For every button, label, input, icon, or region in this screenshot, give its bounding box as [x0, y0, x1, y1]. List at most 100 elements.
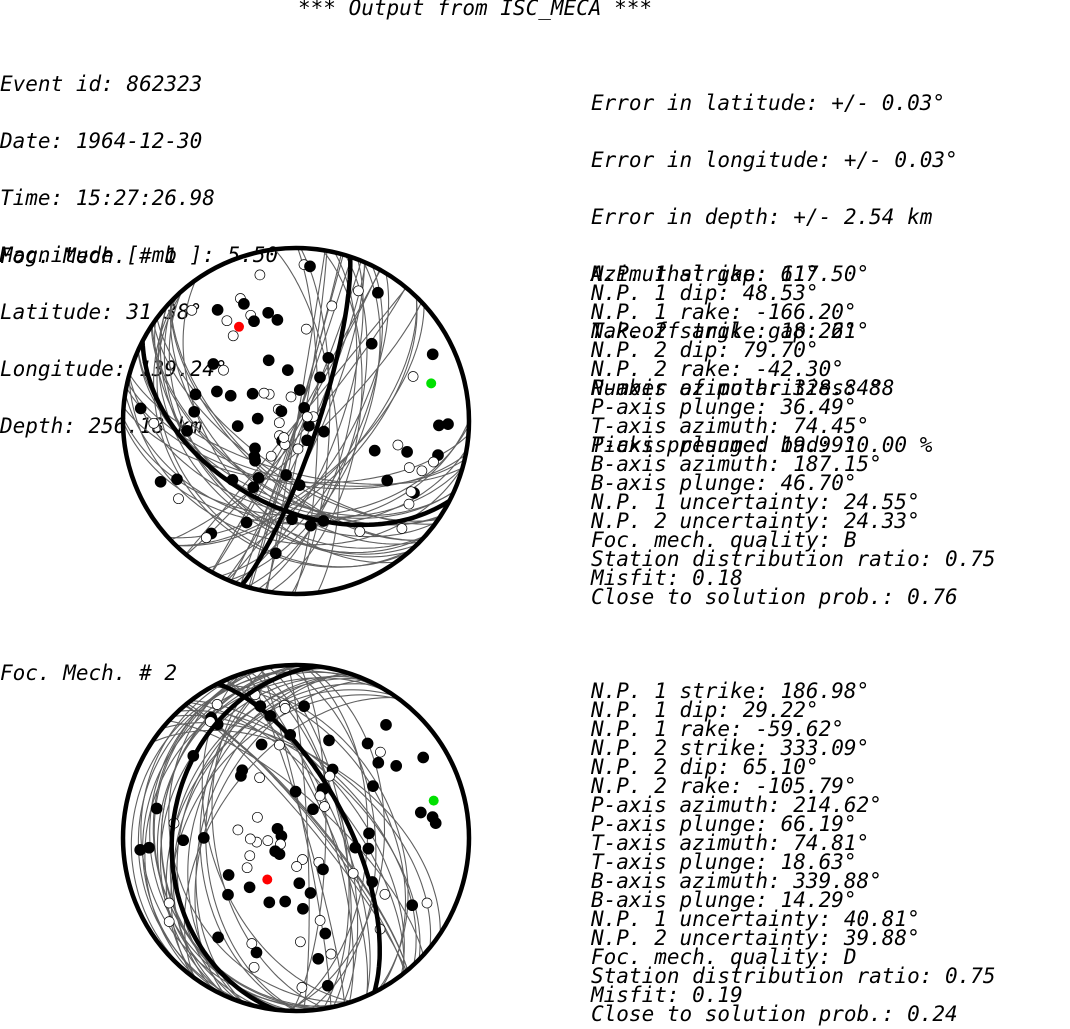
- mech-1-param-line: B-axis azimuth: 187.15°: [591, 452, 882, 476]
- uncertainty-plane-line: [168, 290, 411, 558]
- uncertainty-plane-line: [290, 247, 331, 595]
- uncertainty-plane-line: [274, 248, 341, 593]
- compression-marker: [319, 927, 332, 940]
- uncertainty-plane-line: [175, 296, 418, 546]
- compression-marker: [321, 979, 334, 992]
- compression-marker: [279, 895, 292, 908]
- uncertainty-plane-line: [152, 668, 336, 1008]
- compression-marker: [177, 834, 190, 847]
- uncertainty-plane-line: [167, 304, 425, 539]
- compression-marker: [252, 472, 265, 484]
- mech-2-param-line: T-axis plunge: 18.63°: [591, 850, 857, 874]
- dilatation-marker: [403, 462, 415, 473]
- error-info-block: Error in latitude: +/- 0.03° Error in lo…: [591, 56, 958, 493]
- dilatation-marker: [254, 772, 265, 784]
- mech-1-param-line: Station distribution ratio: 0.75: [591, 547, 996, 571]
- dilatation-marker: [379, 888, 391, 900]
- compression-marker: [134, 402, 147, 415]
- dilatation-marker: [218, 364, 229, 376]
- dilatation-marker: [163, 897, 175, 909]
- compression-marker: [433, 419, 445, 432]
- compression-marker: [251, 412, 264, 425]
- mech-1-param-line: Close to solution prob.: 0.76: [591, 585, 958, 609]
- mech-1-params: N.P. 1 strike: 117.50°N.P. 1 dip: 48.53°…: [591, 264, 996, 609]
- compression-marker: [224, 389, 237, 402]
- dilatation-marker: [252, 811, 263, 823]
- compression-marker: [390, 760, 403, 772]
- compression-marker: [367, 780, 379, 792]
- compression-marker: [361, 737, 374, 750]
- dilatation-marker: [278, 432, 290, 443]
- compression-marker: [426, 348, 439, 361]
- compression-marker: [297, 902, 309, 915]
- uncertainty-plane-line: [258, 668, 352, 1008]
- dilatation-marker: [347, 867, 359, 879]
- dilatation-marker: [262, 835, 274, 846]
- dilatation-marker: [254, 269, 266, 281]
- dilatation-marker: [211, 699, 223, 710]
- mech-2-param-line: T-axis azimuth: 74.81°: [591, 831, 870, 855]
- dilatation-marker: [246, 938, 258, 949]
- uncertainty-plane-line: [163, 297, 418, 555]
- dilatation-marker: [375, 746, 386, 758]
- nodal-plane-1: [140, 340, 451, 528]
- compression-marker: [362, 842, 375, 855]
- uncertainty-plane-line: [144, 677, 391, 984]
- mech-2-param-line: P-axis azimuth: 214.62°: [591, 793, 882, 817]
- mech-1-param-line: N.P. 1 rake: -166.20°: [591, 300, 857, 324]
- mech-2-params: N.P. 1 strike: 186.98°N.P. 1 dip: 29.22°…: [591, 681, 996, 1025]
- compression-marker: [281, 364, 294, 376]
- t-axis-marker: [426, 378, 437, 389]
- compression-marker: [273, 848, 286, 860]
- uncertainty-plane-line: [157, 304, 425, 554]
- uncertainty-plane-line: [170, 301, 423, 541]
- compression-marker: [197, 832, 210, 844]
- mech-1-param-line: T-axis plunge: 19.99°: [591, 433, 857, 457]
- compression-marker: [363, 827, 375, 840]
- compression-marker: [414, 806, 427, 819]
- compression-marker: [417, 751, 430, 764]
- compression-marker: [248, 315, 260, 328]
- compression-marker: [143, 841, 155, 854]
- compression-marker: [249, 454, 261, 467]
- compression-marker: [222, 869, 235, 881]
- magnitude-line: Magnitude [ mb ]: 5.50: [0, 243, 279, 267]
- mech-1-param-line: P-axis plunge: 36.49°: [591, 395, 857, 419]
- dilatation-marker: [292, 443, 304, 455]
- date-line: Date: 1964-12-30: [0, 129, 203, 153]
- dilatation-marker: [324, 770, 335, 782]
- compression-marker: [222, 888, 234, 901]
- uncertainty-plane-line: [186, 703, 406, 973]
- uncertainty-plane-line: [172, 683, 378, 991]
- compression-marker: [307, 803, 319, 816]
- mech-2-param-line: N.P. 1 dip: 29.22°: [591, 698, 819, 722]
- azimuthal-gap-line: Azimuthal gap: 61°: [591, 262, 819, 286]
- uncertainty-plane-line: [184, 705, 409, 971]
- compression-marker: [212, 931, 224, 944]
- p-axis-marker: [234, 321, 244, 332]
- compression-marker: [304, 260, 316, 273]
- compression-marker: [318, 425, 330, 438]
- dilatation-marker: [396, 523, 408, 534]
- mech-2-beachball: [120, 662, 472, 1014]
- uncertainty-plane-line: [234, 259, 364, 584]
- nodal-plane-2: [240, 256, 353, 587]
- error-latitude-line: Error in latitude: +/- 0.03°: [591, 91, 946, 115]
- dilatation-marker: [326, 300, 338, 312]
- p-axis-marker: [262, 874, 273, 885]
- dilatation-marker: [227, 330, 239, 342]
- dilatation-marker: [300, 323, 312, 335]
- compression-marker: [271, 314, 284, 326]
- dilatation-marker: [319, 801, 330, 812]
- compression-marker: [231, 420, 244, 432]
- compression-marker: [304, 519, 317, 532]
- mech-2-param-line: B-axis azimuth: 339.88°: [591, 869, 882, 893]
- uncertainty-plane-line: [289, 664, 369, 1012]
- nodal-plane-2: [216, 681, 382, 993]
- nodal-plane-1: [169, 664, 318, 1012]
- uncertainty-plane-line: [184, 705, 409, 971]
- mech-1-param-line: Misfit: 0.18: [591, 566, 743, 590]
- uncertainty-plane-line: [282, 665, 377, 1011]
- compression-marker: [247, 481, 260, 494]
- compression-marker: [323, 734, 335, 747]
